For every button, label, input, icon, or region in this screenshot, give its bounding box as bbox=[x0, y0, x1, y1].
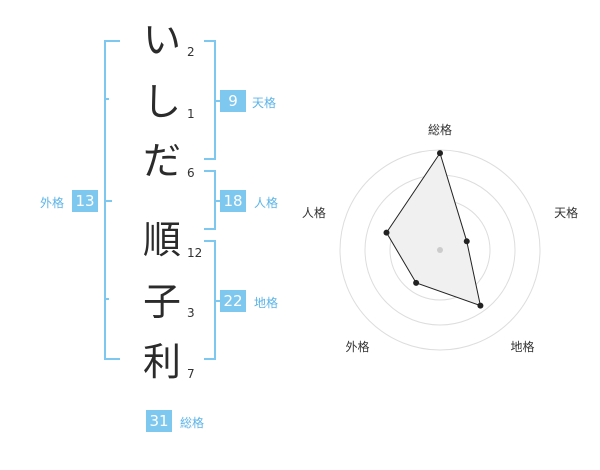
gaikaku-tick bbox=[104, 298, 109, 300]
chikaku-bracket-bottom bbox=[204, 358, 216, 360]
name-char-6: 利 bbox=[142, 340, 181, 384]
tenkaku-bracket-top bbox=[204, 40, 216, 42]
jinkaku-bracket-mid bbox=[216, 200, 220, 202]
radar-axis-label-5: 人格 bbox=[302, 205, 326, 220]
radar-axis-label-3: 地格 bbox=[511, 339, 535, 354]
stroke-count-2: 1 bbox=[187, 107, 195, 121]
radar-axis-label-4: 外格 bbox=[345, 339, 369, 354]
chikaku-bracket bbox=[214, 240, 216, 360]
name-char-5: 子 bbox=[142, 280, 181, 324]
jinkaku-bracket-bottom bbox=[204, 228, 216, 230]
chikaku-bracket-mid bbox=[216, 300, 220, 302]
jinkaku-bracket-top bbox=[204, 170, 216, 172]
soukaku-label: 総格 bbox=[180, 416, 205, 430]
tenkaku-bracket-bottom bbox=[204, 158, 216, 160]
tenkaku-label: 天格 bbox=[252, 96, 277, 110]
tenkaku-bracket bbox=[214, 40, 216, 160]
radar-axis-label-1: 総格 bbox=[428, 122, 452, 137]
radar-point-4 bbox=[413, 279, 420, 286]
jinkaku-value-badge: 18 bbox=[220, 190, 246, 212]
tenkaku-value-badge: 9 bbox=[220, 90, 246, 112]
stroke-count-4: 12 bbox=[187, 246, 203, 260]
name-char-2: し bbox=[142, 80, 181, 124]
name-char-3: だ bbox=[142, 139, 181, 183]
gaikaku-label: 外格 bbox=[40, 196, 65, 210]
stroke-count-1: 2 bbox=[187, 45, 195, 59]
chikaku-bracket-top bbox=[204, 240, 216, 242]
radar-point-1 bbox=[437, 150, 443, 157]
gaikaku-tick bbox=[104, 98, 109, 100]
soukaku-value-badge: 31 bbox=[146, 410, 172, 432]
jinkaku-bracket bbox=[214, 170, 216, 230]
gaikaku-bracket-bottom bbox=[104, 358, 120, 360]
radar-point-3 bbox=[477, 302, 484, 309]
radar-grid-ring bbox=[339, 149, 541, 351]
gaikaku-bracket-mid bbox=[106, 200, 112, 202]
stroke-count-6: 7 bbox=[187, 367, 195, 381]
gaikaku-bracket bbox=[104, 40, 106, 360]
stroke-count-5: 3 bbox=[187, 306, 195, 320]
jinkaku-label: 人格 bbox=[254, 196, 279, 210]
radar-center-point bbox=[437, 247, 443, 253]
name-char-4: 順 bbox=[142, 218, 181, 262]
radar-axis-label-2: 天格 bbox=[554, 205, 578, 220]
radar-area bbox=[385, 151, 482, 307]
name-char-1: い bbox=[142, 18, 181, 62]
stroke-count-3: 6 bbox=[187, 166, 195, 180]
gaikaku-bracket-top bbox=[104, 40, 120, 42]
tenkaku-bracket-mid bbox=[216, 100, 220, 102]
radar-point-2 bbox=[463, 238, 470, 245]
chikaku-label: 地格 bbox=[254, 296, 279, 310]
gaikaku-value-badge: 13 bbox=[72, 190, 98, 212]
radar-point-5 bbox=[383, 229, 390, 236]
chikaku-value-badge: 22 bbox=[220, 290, 246, 312]
